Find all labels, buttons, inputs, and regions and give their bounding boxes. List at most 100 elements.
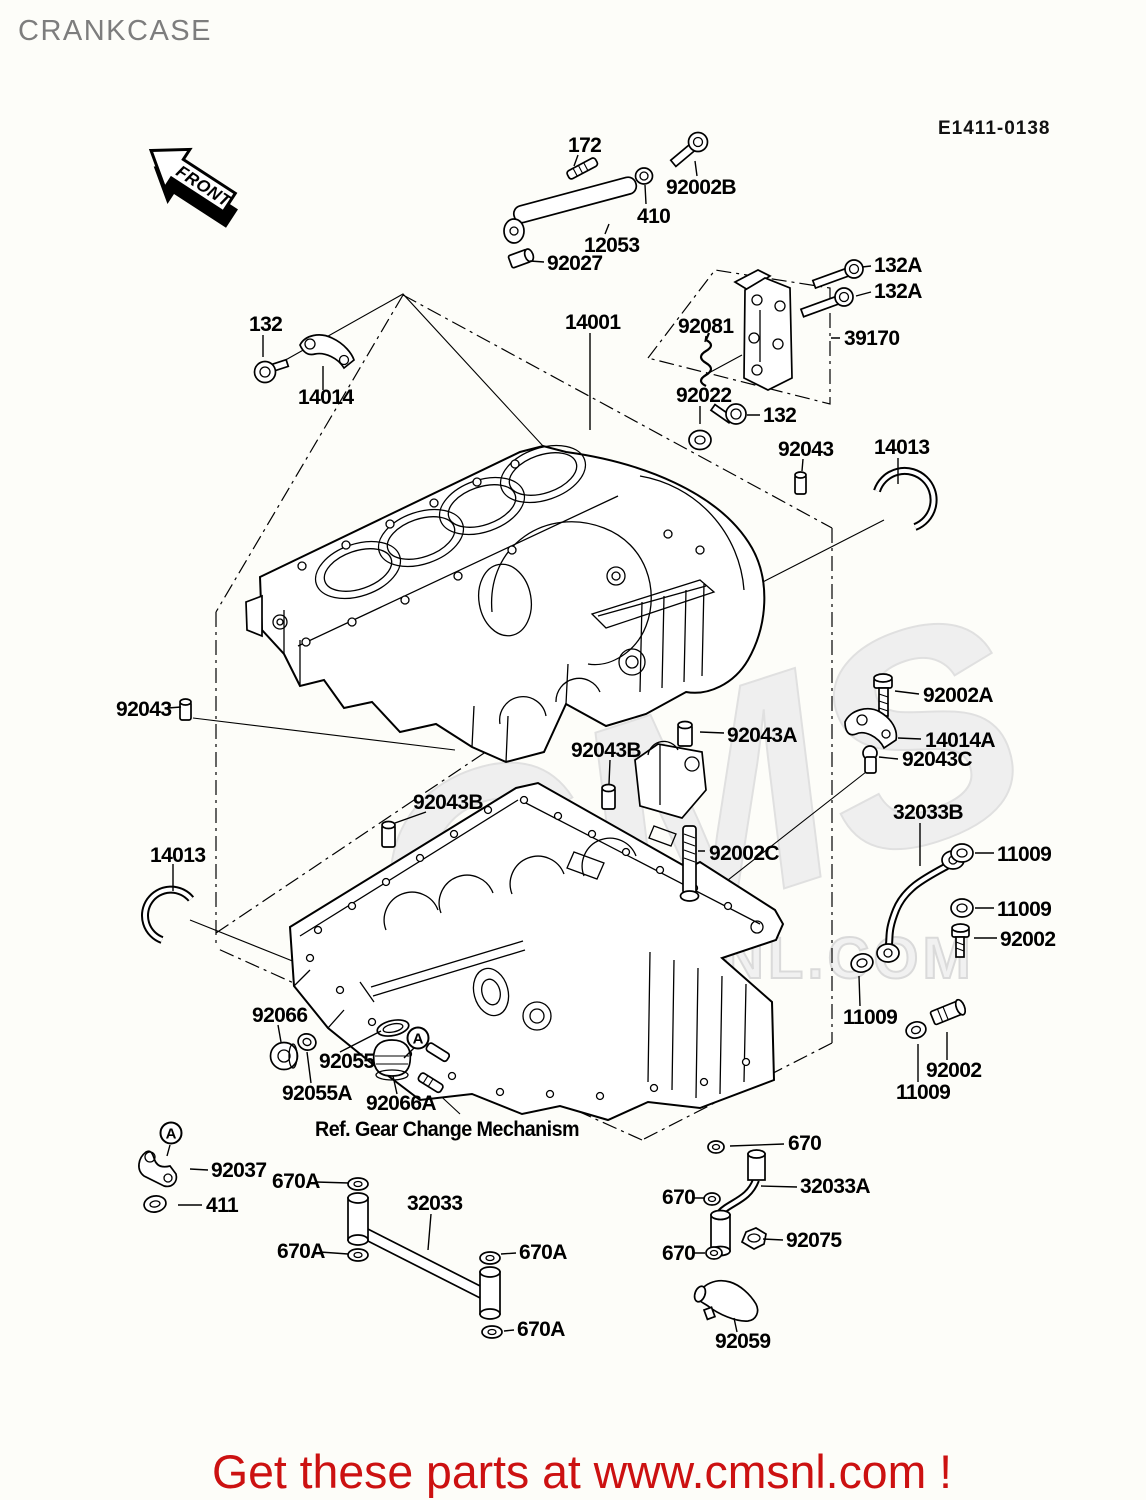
leader-lines (166, 154, 997, 1333)
oring-92055A-glyph (297, 1033, 317, 1051)
part-label: 132 (249, 313, 282, 336)
dowel-pin-short-1 (425, 1042, 451, 1063)
washer-92022-glyph (688, 429, 712, 451)
part-label: 32033A (800, 1175, 870, 1198)
bolt-92002B-glyph (669, 131, 709, 168)
pin-92043C-glyph (862, 745, 878, 774)
ring-14013-left (141, 885, 195, 944)
washer-11009-r1 (950, 843, 974, 863)
part-label: 92002B (666, 176, 736, 199)
oil-pipe-32033B-glyph (876, 850, 965, 963)
washer-411-glyph (143, 1195, 167, 1213)
deck-bolt-holes (297, 459, 705, 647)
part-label: 92043B (571, 739, 641, 762)
part-label: 670 (788, 1132, 821, 1155)
part-label: 410 (637, 205, 670, 228)
cmsnl-banner-link[interactable]: Get these parts at www.cmsnl.com ! (212, 1445, 952, 1498)
part-label: 32033 (407, 1192, 462, 1215)
svg-text:A: A (166, 1126, 177, 1143)
elbow-92059-glyph (693, 1279, 759, 1322)
washer-11009-r2 (950, 898, 974, 918)
part-label: 92002 (1000, 928, 1055, 951)
part-label: 670A (277, 1240, 325, 1263)
part-label: 92043B (413, 791, 483, 814)
clamp-92075-glyph (740, 1227, 767, 1250)
bolt-132-right-glyph (709, 403, 747, 425)
washer-410-glyph (634, 167, 654, 185)
part-label: 39170 (844, 327, 899, 350)
part-label: 670A (272, 1170, 320, 1193)
svg-text:A: A (413, 1031, 424, 1048)
part-label: 132A (874, 254, 922, 277)
part-label: 14014 (298, 386, 354, 409)
part-label: 11009 (997, 898, 1051, 921)
part-label: 92002A (923, 684, 993, 707)
part-label: 14014A (925, 729, 995, 752)
assembly-lines (189, 293, 885, 1115)
cap-92066A-glyph (372, 1039, 412, 1081)
bushing-92027-glyph (507, 248, 535, 269)
page-title: CRANKCASE (18, 15, 212, 47)
part-label: 92066A (366, 1092, 436, 1115)
circled-a-marker: A (406, 1026, 430, 1050)
part-label: 11009 (843, 1006, 897, 1029)
part-label: 92059 (715, 1330, 770, 1353)
part-label: 92022 (676, 384, 731, 407)
part-label: 92002C (709, 842, 779, 865)
circled-a-marker: A (159, 1121, 183, 1145)
part-label: 11009 (896, 1081, 950, 1104)
part-label: 92037 (211, 1159, 266, 1182)
dowel-pin-92043-right (794, 471, 807, 495)
part-label: 670 (662, 1186, 695, 1209)
front-direction-badge: FRONT (148, 147, 238, 228)
part-label: 132 (763, 404, 796, 427)
upper-crankcase-half (245, 444, 766, 764)
bracket-39170-glyph (733, 269, 793, 391)
fitting-92002-bottom (929, 998, 967, 1026)
part-label: 92081 (678, 315, 734, 338)
part-label: 14013 (874, 436, 929, 459)
dowel-pin-92043B-left (381, 820, 396, 848)
part-label: 92075 (786, 1229, 842, 1252)
part-label: 92027 (547, 252, 602, 275)
part-label: 92066 (252, 1004, 307, 1027)
part-label: 670A (517, 1318, 565, 1341)
bracket-14014-glyph (299, 334, 355, 370)
dowel-pin-short-2 (417, 1072, 444, 1094)
part-label: 132A (874, 280, 922, 303)
pin-172-glyph (566, 157, 599, 180)
part-label: 411 (206, 1194, 239, 1217)
dowel-pin-92043-left (179, 698, 192, 721)
bolt-92002-right (951, 923, 970, 958)
cylinder-bores (314, 444, 587, 600)
ring-14013-right (873, 466, 938, 531)
part-label: 92055A (282, 1082, 352, 1105)
part-label: 92002 (926, 1059, 981, 1082)
bolt-132-topleft-glyph (253, 358, 290, 384)
washer-11009-b2 (905, 1021, 927, 1039)
fiche-code: E1411-0138 (938, 118, 1051, 139)
part-label: 92043A (727, 724, 797, 747)
part-label: 670 (662, 1242, 695, 1265)
oil-pipe-32033A-glyph (703, 1140, 766, 1260)
part-label: 14013 (150, 844, 205, 867)
part-label: 92043 (778, 438, 833, 461)
rod-32033-glyph (347, 1177, 503, 1339)
washer-11009-b1 (850, 953, 874, 973)
part-label: 11009 (997, 843, 1051, 866)
plug-92066-glyph (269, 1041, 299, 1071)
bracket-14014A-glyph (844, 708, 898, 750)
part-label: 670A (519, 1241, 567, 1264)
part-label: 12053 (584, 234, 639, 257)
bolt-132A-1-glyph (811, 259, 864, 290)
dowel-pin-92043B-mid (601, 783, 616, 810)
part-label: 14001 (565, 311, 621, 334)
bolt-132A-2-glyph (799, 287, 854, 318)
gasket-92055-glyph (376, 1019, 410, 1037)
rod-12053-glyph (503, 176, 638, 244)
spring-92081-glyph (699, 332, 713, 387)
lever-92037-glyph (138, 1150, 178, 1188)
